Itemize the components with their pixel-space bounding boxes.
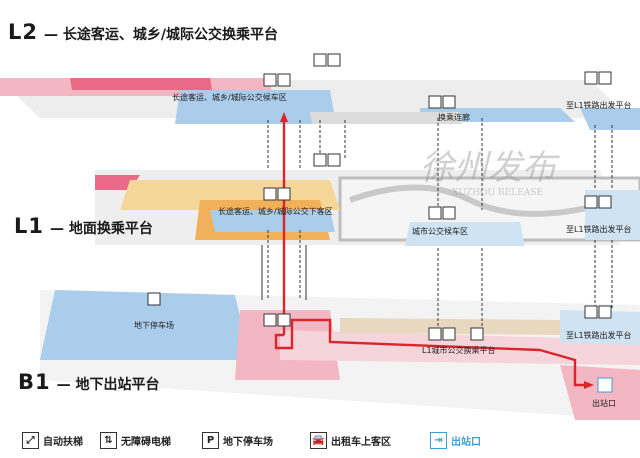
- legend-item: 🚘 出租车上客区: [310, 432, 391, 449]
- legend-label: 地下停车场: [223, 437, 273, 448]
- b1-parking: [40, 290, 250, 360]
- taxi-icon: 🚘: [310, 432, 327, 449]
- b1-zone-rail: [560, 310, 640, 345]
- legend: ⤢ 自动扶梯 ⇅ 无障碍电梯 P 地下停车场 🚘 出租车上客区 ⇥ 出站口: [0, 432, 640, 454]
- l2-zone-blue: [175, 90, 336, 124]
- label-l2-rail: 至L1铁路出发平台: [566, 101, 632, 110]
- level-title-l2: L2 — 长途客运、城乡/城际公交换乘平台: [8, 20, 278, 44]
- label-b1-rail: 至L1铁路出发平台: [566, 331, 632, 340]
- legend-item: P 地下停车场: [202, 432, 273, 449]
- label-l1-rail: 至L1铁路出发平台: [566, 225, 632, 234]
- legend-item: ⤢ 自动扶梯: [22, 432, 83, 449]
- l1-road-curve: [348, 184, 601, 217]
- level-title-b1: B1 — 地下出站平台: [18, 370, 160, 394]
- label-l2-bus: 长途客运、城乡/城际公交候车区: [172, 93, 287, 102]
- level-desc: — 地面换乘平台: [50, 221, 153, 237]
- elevator-shafts: [261, 245, 307, 300]
- b1-zone-beige: [340, 318, 560, 335]
- escalator-icon: ⤢: [22, 432, 39, 449]
- l1-zone-blue-city: [405, 222, 525, 246]
- legend-label: 出站口: [451, 437, 481, 448]
- legend-item: ⇅ 无障碍电梯: [100, 432, 171, 449]
- label-transfer-corridor: 换乘连廊: [438, 113, 470, 122]
- legend-item: ⇥ 出站口: [430, 432, 481, 449]
- level-desc: — 长途客运、城乡/城际公交换乘平台: [44, 27, 278, 43]
- parking-icon: P: [202, 432, 219, 449]
- label-l1-bus: 长途客运、城乡/城际公交下客区: [218, 207, 333, 216]
- elevator-icon: ⇅: [100, 432, 117, 449]
- label-parking: 地下停车场: [134, 321, 174, 330]
- l1-zone-blue: [210, 210, 335, 232]
- legend-label: 自动扶梯: [43, 437, 83, 448]
- l2-zone-blue-rail: [580, 108, 640, 130]
- exit-icon: ⇥: [430, 432, 447, 449]
- legend-label: 出租车上客区: [331, 437, 391, 448]
- watermark-cn: 徐州发布: [420, 148, 556, 188]
- level-code: L2: [8, 20, 38, 44]
- label-l1-city-bus: 城市公交候车区: [412, 227, 468, 236]
- legend-label: 无障碍电梯: [121, 437, 171, 448]
- l2-corridor: [310, 112, 462, 124]
- level-code: B1: [18, 370, 51, 394]
- transfer-route: [274, 118, 590, 387]
- icon-markers: [147, 53, 613, 393]
- level-desc: — 地下出站平台: [56, 377, 160, 393]
- label-b1-city-bus: L1城市公交换乘平台: [422, 346, 496, 355]
- level-title-l1: L1 — 地面换乘平台: [14, 214, 153, 238]
- route-arrow-right: [584, 381, 594, 389]
- watermark-en: XUZHOU RELEASE: [452, 188, 544, 198]
- level-code: L1: [14, 214, 44, 238]
- label-exit: 出站口: [592, 399, 616, 408]
- l2-zone-magenta: [70, 78, 212, 90]
- route-arrow-up: [280, 112, 288, 122]
- vertical-connectors: [267, 118, 613, 330]
